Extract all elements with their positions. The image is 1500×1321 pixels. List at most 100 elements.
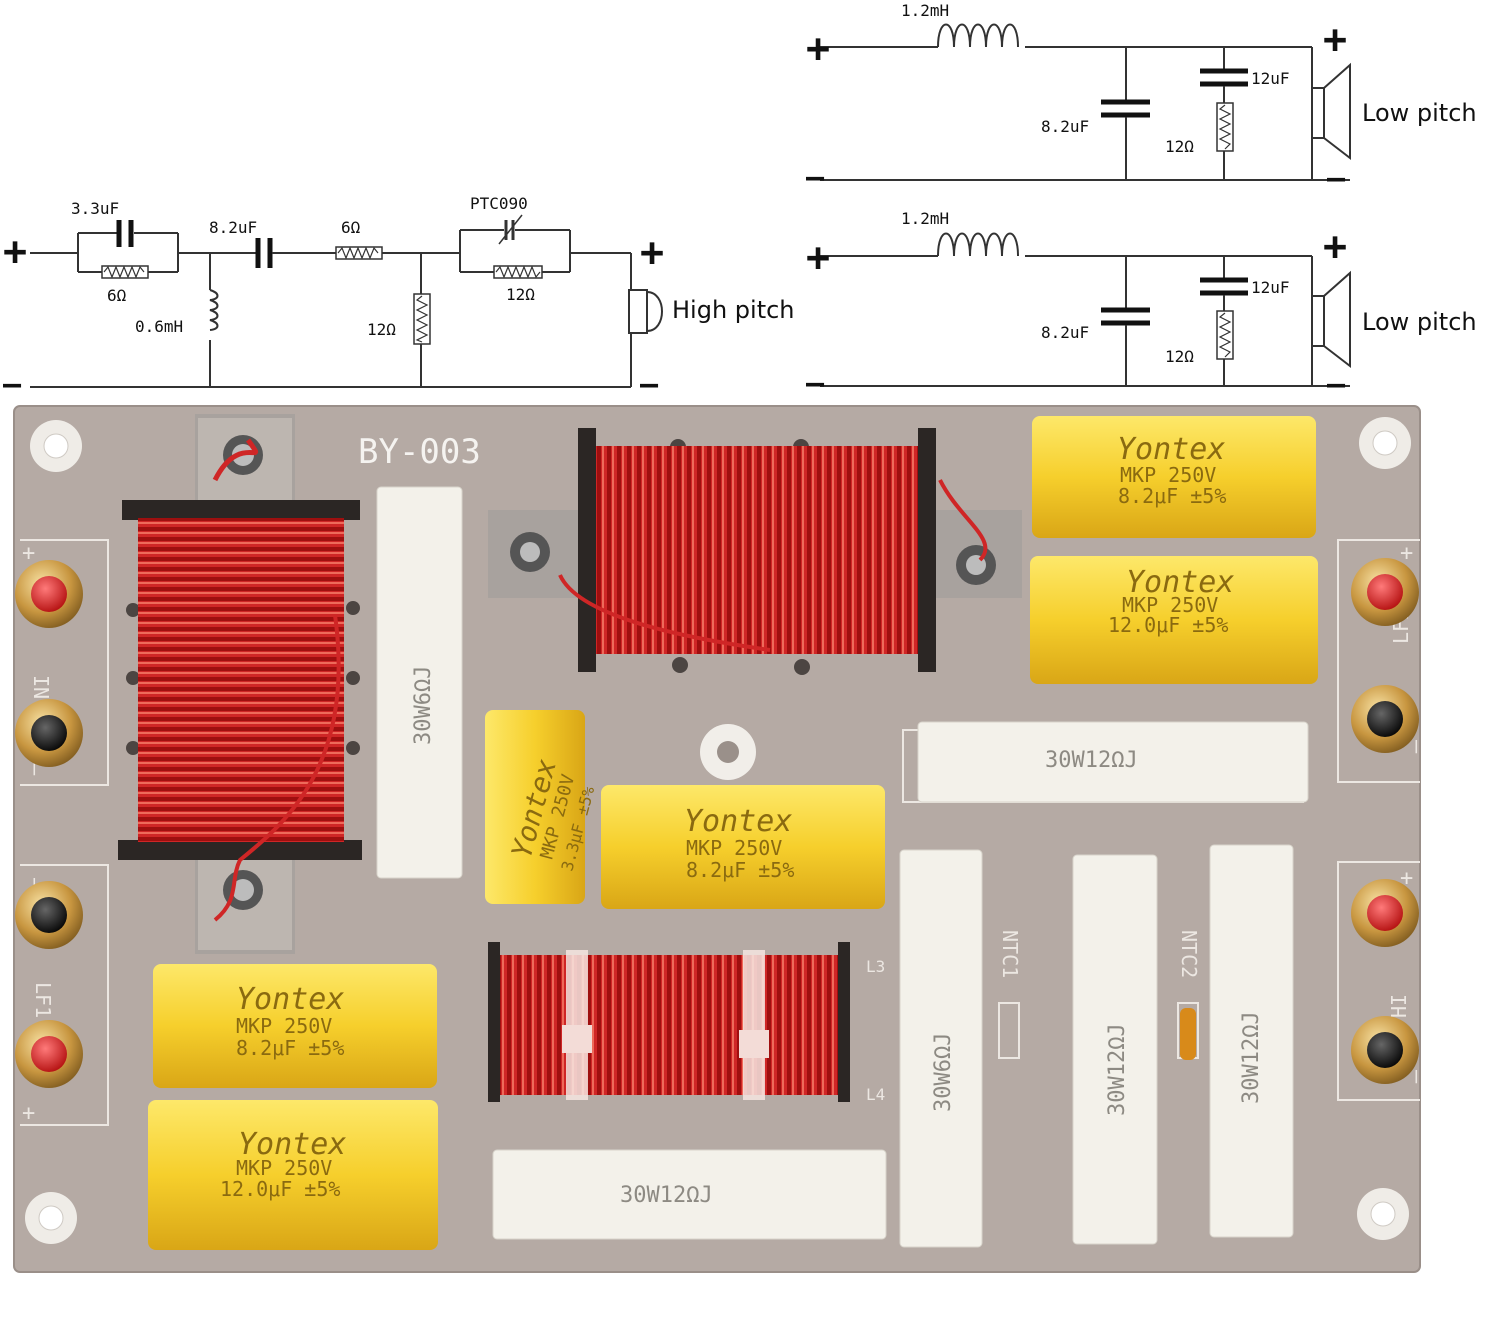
high-pitch-schematic [30,214,663,388]
capacitor-8-2uf-top-right: Yontex MKP 250V 8.2μF ±5% [1032,416,1316,538]
cap-brand: Yontex [236,982,344,1017]
cap-rating: MKP 250V [1120,463,1216,487]
hp-plus-out: + [640,230,664,276]
terminal-hi-plus [1351,879,1419,947]
lp1-plus-in: + [806,26,830,72]
terminal-lf2-plus [1351,558,1419,626]
lp1-inductor-label: 1.2mH [901,1,949,20]
capacitor-12uf-top-right: Yontex MKP 250V 12.0μF ±5% [1030,556,1318,684]
cap-brand: Yontex [1117,432,1225,467]
capacitor-8-2uf-middle: Yontex MKP 250V 8.2μF ±5% [601,785,885,909]
cap-rating: MKP 250V [236,1156,332,1180]
cap-value: 12.0μF ±5% [220,1177,340,1201]
solder-pads [126,439,810,755]
resistor-6ohm-right-label: 30W6ΩJ [931,1033,956,1112]
resistor-12ohm-mid-right: 30W12ΩJ [917,721,1309,803]
hp-res-6ohm-b-label: 6Ω [341,218,361,237]
terminal-lf1-label: LF1 [31,982,55,1018]
lp2-plus-in: + [806,235,830,281]
hi-minus-mark: — [1404,1070,1429,1084]
lf1-plus-mark: + [22,1101,35,1126]
hp-cap-3-3uf-label: 3.3uF [71,199,119,218]
lp1-cap-small-label: 12uF [1251,69,1290,88]
lp2-cap-small-label: 12uF [1251,278,1290,297]
hp-res-6ohm-a-label: 6Ω [107,286,127,305]
cap-brand: Yontex [238,1127,346,1162]
lp2-res-label: 12Ω [1165,347,1194,366]
hp-shunt-res-label: 12Ω [367,320,396,339]
resistor-6ohm-right: 30W6ΩJ [899,849,983,1248]
resistor-12ohm-bottom-label: 30W12ΩJ [620,1183,713,1208]
inductor-vertical [118,414,362,954]
lp1-res-label: 12Ω [1165,137,1194,156]
terminal-lf2-minus [1351,685,1419,753]
cap-value: 8.2μF ±5% [686,858,794,882]
capacitor-3-3uf-vertical: Yontex MKP 250V 3.3μF ±5% [485,710,598,904]
cap-value: 8.2μF ±5% [1118,484,1226,508]
low-pitch-schematic-1 [820,23,1351,181]
capacitor-8-2uf-bottom-left: Yontex MKP 250V 8.2μF ±5% [153,964,437,1088]
terminal-in-label: IN [29,675,53,699]
resistor-12ohm-vertical-a: 30W12ΩJ [1072,854,1158,1245]
board-model-label: BY-003 [358,432,481,472]
lp2-plus-out: + [1323,224,1347,270]
lp1-minus-out: — [1327,161,1346,196]
terminal-group-labels: IN LF1 LF2 HI NTC1 NTC2 L3 L4 + — + — + … [22,541,1429,1126]
resistor-6ohm-left-label: 30W6ΩJ [411,666,436,745]
cap-value: 12.0μF ±5% [1108,613,1228,637]
terminal-in-plus [15,560,83,628]
low-pitch-label-2: Low pitch [1362,308,1477,336]
hp-minus-in: — [3,367,22,402]
lp1-plus-out: + [1323,17,1347,63]
cap-rating: MKP 250V [686,836,782,860]
terminal-lf1-plus [15,1020,83,1088]
hp-inductor-label: 0.6mH [135,317,183,336]
resistor-12ohm-mid-right-label: 30W12ΩJ [1045,748,1138,773]
low-pitch-label-1: Low pitch [1362,99,1477,127]
cap-value: 8.2μF ±5% [236,1036,344,1060]
cap-rating: MKP 250V [1122,593,1218,617]
high-pitch-label: High pitch [672,296,795,324]
lp2-minus-out: — [1327,367,1346,402]
high-pitch-labels: + — 3.3uF 6Ω 8.2uF 6Ω 0.6mH 12Ω PTC090 1… [3,194,795,402]
terminal-lf1-minus [15,881,83,949]
low-pitch-1-labels: + — 1.2mH 8.2uF 12uF 12Ω + — Low pitch [806,1,1477,196]
lp1-minus-in: — [806,160,825,195]
capacitor-12uf-bottom-left: Yontex MKP 250V 12.0μF ±5% [148,1100,438,1250]
coil-l3-label: L3 [866,957,885,976]
lf2-minus-mark: — [1404,740,1429,754]
crossover-board: BY-003 IN LF1 LF2 HI NTC1 NTC2 L3 L4 + —… [13,405,1429,1273]
coil-l4-label: L4 [866,1085,885,1104]
hp-minus-out: — [640,367,659,402]
resistor-12ohm-bottom: 30W12ΩJ [492,1149,887,1240]
terminal-hi-label: HI [1387,994,1411,1018]
cap-brand: Yontex [1126,565,1234,600]
low-pitch-2-labels: + — 1.2mH 8.2uF 12uF 12Ω + — Low pitch [806,209,1477,402]
terminal-in-minus [15,699,83,767]
resistor-6ohm-left: 30W6ΩJ [376,486,463,879]
hp-plus-in: + [3,229,27,275]
inductor-horizontal-top [488,428,1022,672]
in-plus-mark: + [22,541,35,566]
resistor-12ohm-vertical-a-label: 30W12ΩJ [1105,1023,1130,1116]
lp1-cap-shunt-label: 8.2uF [1041,117,1089,136]
lp2-minus-in: — [806,366,825,401]
resistor-12ohm-vertical-b-label: 30W12ΩJ [1239,1011,1264,1104]
terminal-hi-minus [1351,1016,1419,1084]
ntc1-label: NTC1 [998,930,1022,978]
low-pitch-schematic-2 [820,232,1351,387]
lp2-cap-shunt-label: 8.2uF [1041,323,1089,342]
mounting-holes [25,417,1411,1244]
lf2-plus-mark: + [1400,541,1413,566]
lp2-inductor-label: 1.2mH [901,209,949,228]
hp-ptc-res-label: 12Ω [506,285,535,304]
cap-brand: Yontex [684,804,792,839]
hp-cap-8-2uf-label: 8.2uF [209,218,257,237]
ntc2-thermistor [1180,1008,1196,1060]
ntc2-label: NTC2 [1177,930,1201,978]
inductor-horizontal-bottom [488,942,850,1102]
resistor-12ohm-vertical-b: 30W12ΩJ [1209,844,1294,1238]
hp-ptc-label: PTC090 [470,194,528,213]
